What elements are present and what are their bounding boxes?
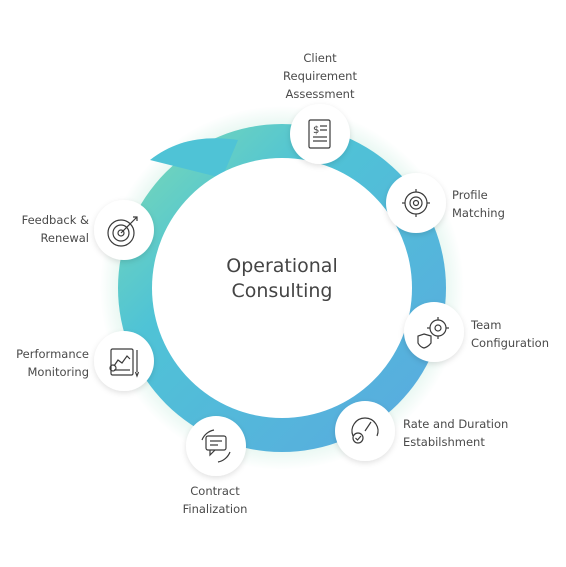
node-rate-and-duration	[335, 401, 395, 461]
node-feedback-renewal	[94, 200, 154, 260]
step-label-feedback-renewal: Feedback & Renewal	[21, 213, 89, 245]
svg-text:$: $	[313, 125, 319, 136]
step-label-profile-matching: Profile Matching	[452, 188, 505, 220]
step-label-client-requirement-assessment: Client Requirement Assessment	[283, 51, 357, 101]
speedometer-check-icon	[351, 417, 379, 444]
center-circle	[152, 158, 412, 418]
target-gear-icon	[402, 189, 430, 217]
step-label-performance-monitoring: Performance Monitoring	[16, 347, 89, 379]
node-team-configuration	[404, 302, 464, 362]
chat-bubbles-icon	[201, 429, 231, 463]
step-label-contract-finalization: Contract Finalization	[182, 484, 248, 516]
step-label-rate-and-duration: Rate and Duration Estabilshment	[403, 417, 509, 449]
node-profile-matching	[386, 173, 446, 233]
step-label-team-configuration: Team Configuration	[471, 318, 549, 350]
node-contract-finalization	[186, 416, 246, 476]
target-arrow-icon	[107, 216, 138, 247]
node-performance-monitoring	[94, 331, 154, 391]
ring-swoosh	[150, 138, 238, 178]
center-title: Operational Consulting	[226, 255, 338, 302]
chart-document-icon	[109, 348, 140, 378]
gear-shield-icon	[417, 317, 449, 349]
document-dollar-icon: $	[308, 119, 331, 149]
node-client-requirement-assessment: $	[290, 104, 350, 164]
